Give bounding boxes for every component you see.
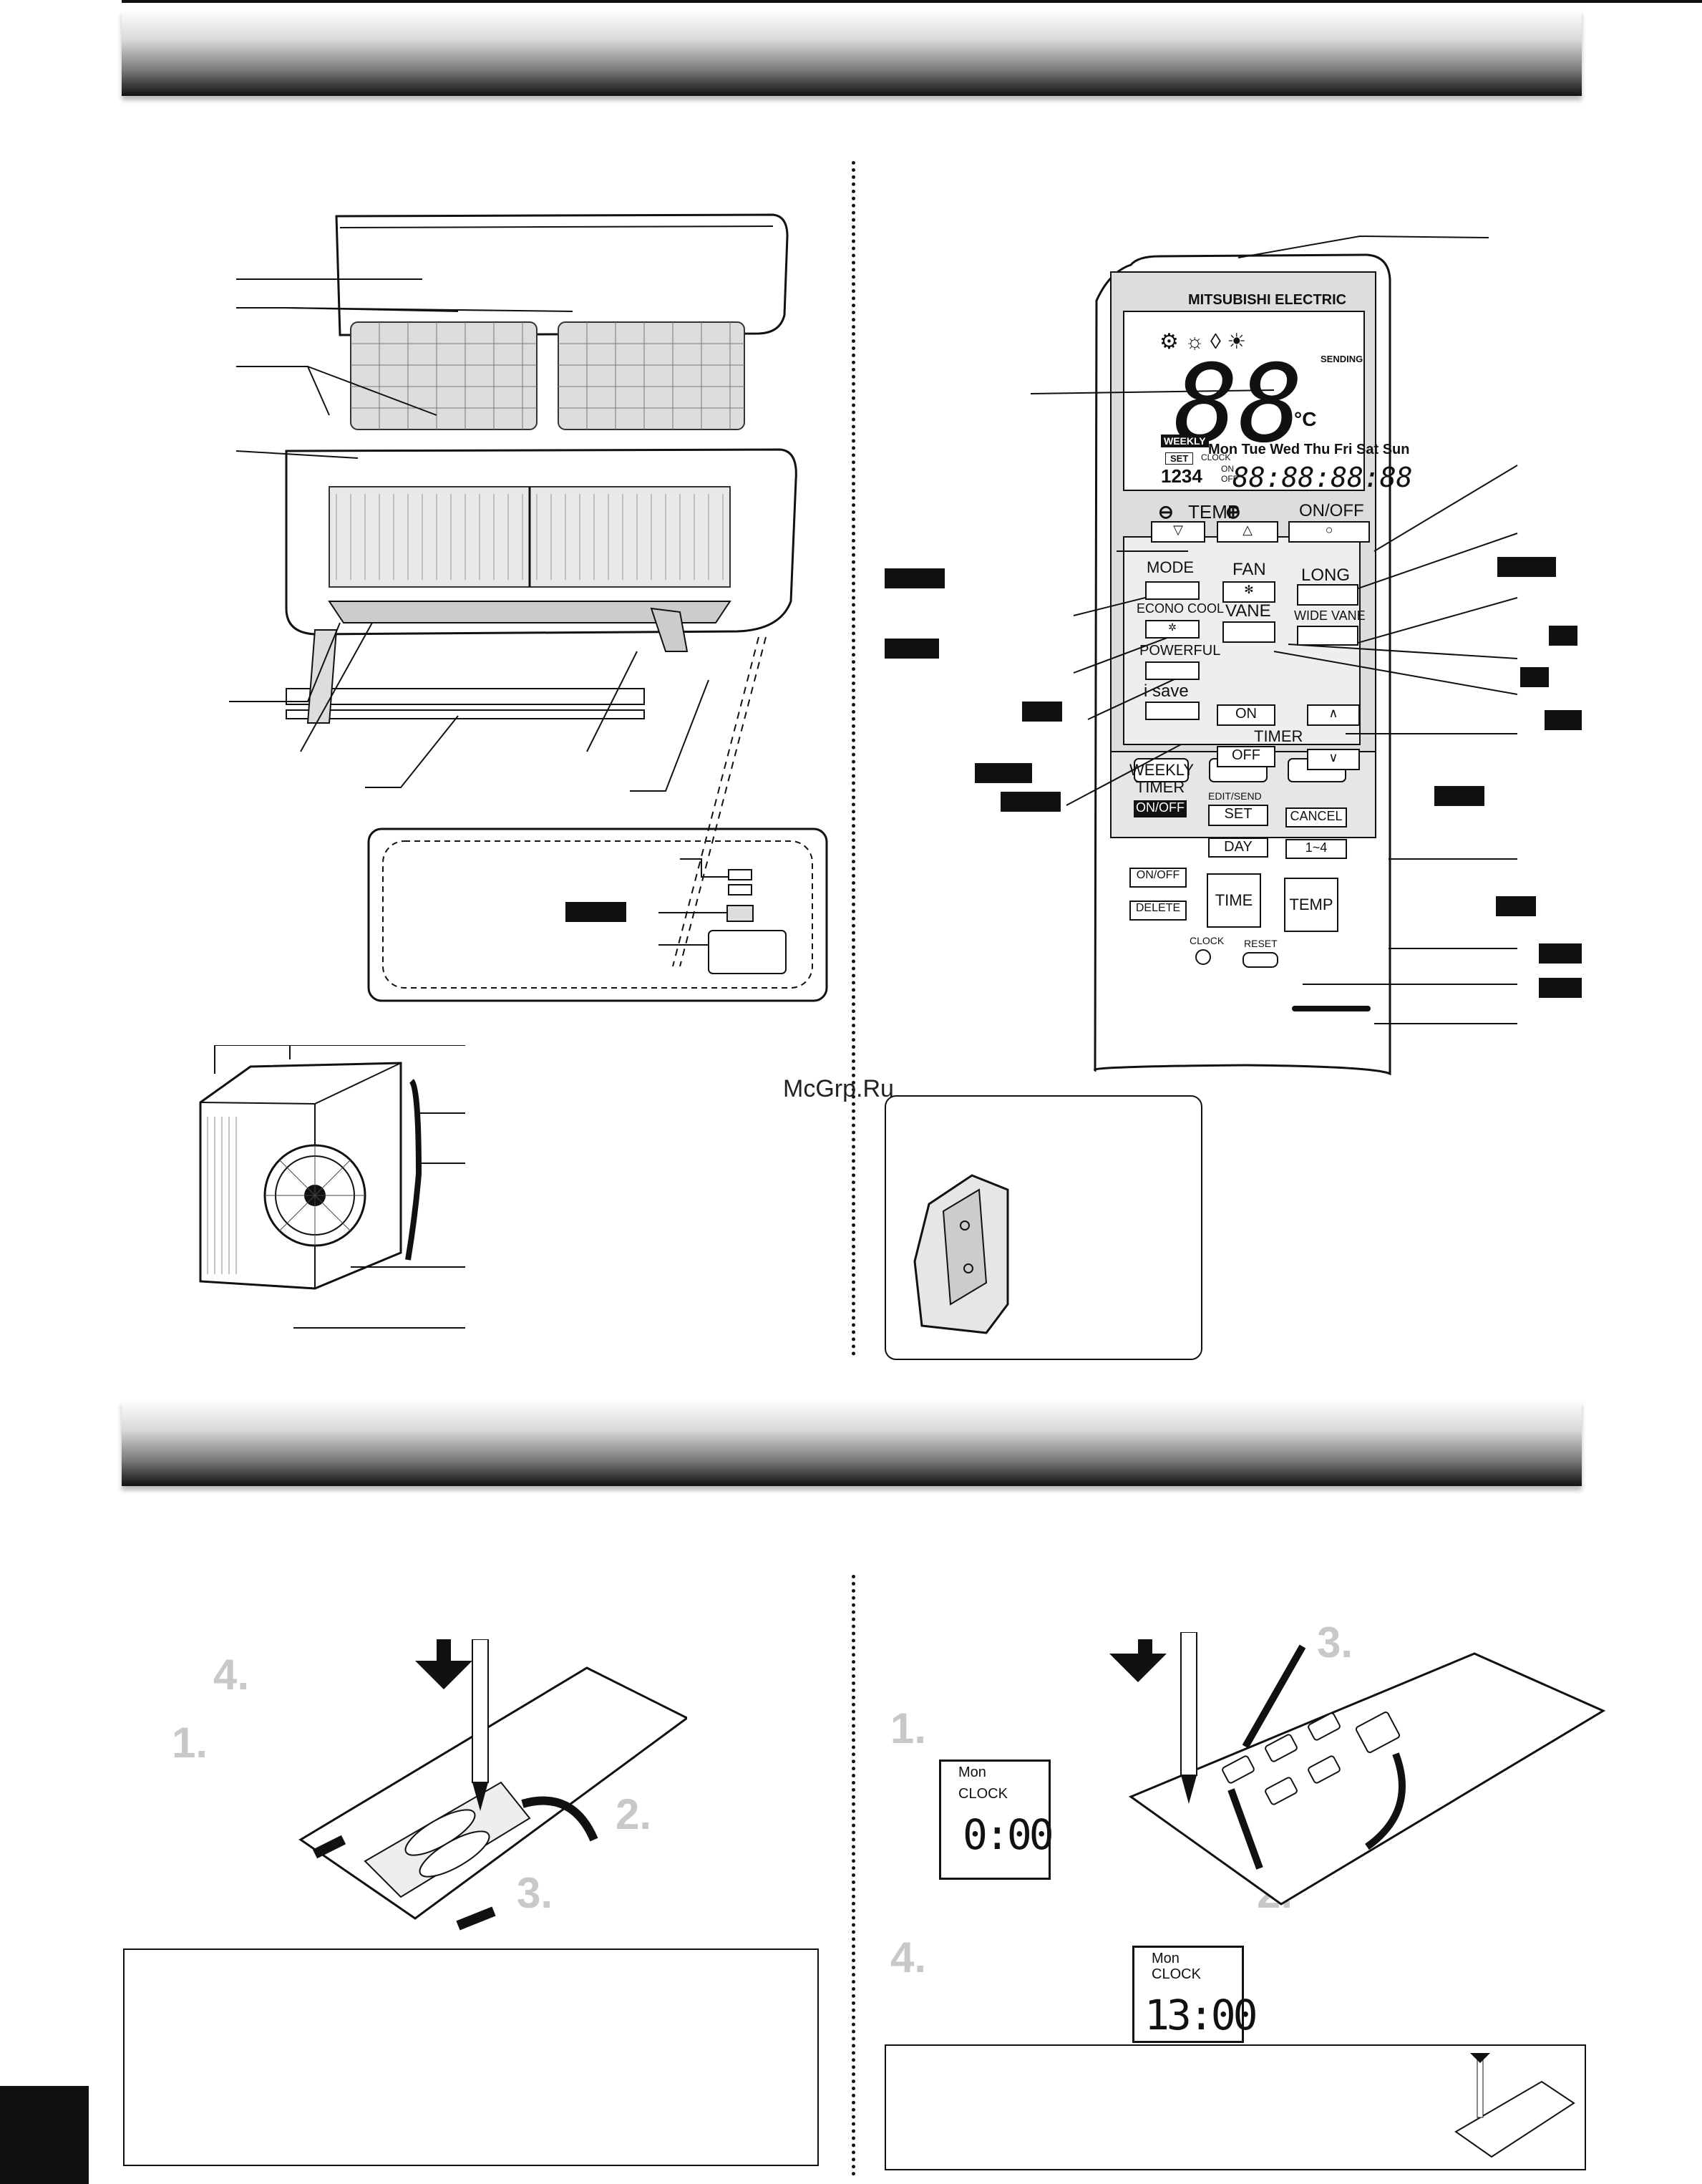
lcd1-digits: 0:00 bbox=[963, 1810, 1054, 1859]
column-divider-2 bbox=[852, 1575, 855, 2176]
cancel-button[interactable]: CANCEL bbox=[1285, 807, 1347, 828]
timer-down-button[interactable]: ∨ bbox=[1307, 749, 1360, 770]
label-tag bbox=[1539, 978, 1582, 998]
label-tag bbox=[1496, 896, 1536, 916]
isave-button[interactable] bbox=[1145, 702, 1200, 720]
timer-off-button[interactable]: OFF bbox=[1217, 746, 1275, 767]
time-button[interactable]: TIME bbox=[1207, 873, 1261, 928]
clock-button[interactable] bbox=[1195, 949, 1211, 965]
lcd-clock: CLOCK bbox=[1201, 452, 1231, 462]
clock-step-1: 1. bbox=[890, 1704, 927, 1752]
timer-up-button[interactable]: ∧ bbox=[1307, 704, 1360, 726]
lcd-off: OFF bbox=[1221, 474, 1238, 484]
lcd-time: 88:88:88:88 bbox=[1232, 462, 1413, 493]
lcd-on: ON bbox=[1221, 464, 1234, 474]
temp-up-button[interactable]: △ bbox=[1217, 521, 1278, 543]
holder-illustration bbox=[913, 1174, 1009, 1334]
powerful-button[interactable] bbox=[1145, 661, 1200, 680]
battery-note-box bbox=[123, 1948, 819, 2166]
mode-button[interactable] bbox=[1145, 581, 1200, 600]
isave-label: i save bbox=[1144, 681, 1189, 701]
label-tag bbox=[1549, 626, 1577, 646]
lcd1-day: Mon bbox=[958, 1765, 986, 1780]
section-header-band-2 bbox=[122, 1400, 1582, 1486]
econo-cool-label: ECONO COOL bbox=[1137, 601, 1225, 616]
lcd2-day: Mon bbox=[1152, 1951, 1180, 1966]
onoff-button[interactable]: ○ bbox=[1288, 521, 1370, 543]
label-tag bbox=[1497, 557, 1556, 577]
column-divider-1 bbox=[852, 161, 855, 1356]
range-button[interactable]: 1~4 bbox=[1285, 839, 1347, 859]
top-rule bbox=[122, 0, 1702, 3]
page-corner-tab bbox=[0, 2086, 89, 2184]
battery-step-4: 4. bbox=[213, 1651, 250, 1699]
mode-icons: ⚙ ☼ ◊ ☀ bbox=[1159, 330, 1247, 354]
lcd2-digits: 13:00 bbox=[1144, 1991, 1258, 2039]
lcd-prog: 1234 bbox=[1161, 465, 1202, 487]
long-button[interactable] bbox=[1297, 584, 1358, 606]
temp-plus-icon[interactable]: ⊕ bbox=[1225, 501, 1241, 523]
watermark: McGrp.Ru bbox=[783, 1075, 894, 1102]
clock-label: CLOCK bbox=[1190, 935, 1225, 946]
temp-label: TEMP bbox=[1188, 501, 1240, 523]
indoor-unit-illustration bbox=[229, 213, 828, 1002]
timer-label: TIMER bbox=[1254, 727, 1303, 745]
powerful-label: POWERFUL bbox=[1139, 643, 1221, 659]
clock-step-4: 4. bbox=[890, 1933, 927, 1981]
onoff-label: ON/OFF bbox=[1299, 501, 1364, 520]
lcd-days: Mon Tue Wed Thu Fri Sat Sun bbox=[1208, 442, 1410, 457]
timer-on-button[interactable]: ON bbox=[1217, 704, 1275, 726]
clock-lcd-2: Mon CLOCK 13:00 bbox=[1132, 1946, 1258, 2043]
reset-label: RESET bbox=[1244, 938, 1278, 949]
clock-note-box bbox=[885, 2044, 1586, 2170]
section-header-band-1 bbox=[122, 10, 1582, 96]
temp-program-button[interactable]: TEMP bbox=[1284, 878, 1338, 932]
day-button[interactable]: DAY bbox=[1208, 838, 1268, 858]
battery-step-2: 2. bbox=[616, 1790, 652, 1838]
delete-button[interactable]: DELETE bbox=[1129, 901, 1187, 921]
lcd-sending: SENDING bbox=[1321, 354, 1363, 364]
label-tag bbox=[1520, 667, 1549, 687]
label-tag bbox=[975, 763, 1032, 783]
remote-brand: MITSUBISHI ELECTRIC bbox=[1188, 292, 1347, 308]
clock-setting-illustration bbox=[1109, 1632, 1606, 1906]
label-tag bbox=[1545, 710, 1582, 730]
outdoor-unit-illustration bbox=[199, 1045, 465, 1329]
label-tag bbox=[1022, 702, 1062, 722]
label-tag bbox=[885, 568, 945, 588]
vane-label: VANE bbox=[1225, 601, 1271, 621]
weekly-timer-label: WEEKLY TIMER bbox=[1129, 761, 1195, 796]
mode-label: MODE bbox=[1147, 558, 1194, 576]
wide-vane-button[interactable] bbox=[1297, 626, 1358, 646]
program-onoff-button[interactable]: ON/OFF bbox=[1129, 868, 1187, 888]
battery-step-1: 1. bbox=[172, 1719, 208, 1767]
reset-button[interactable] bbox=[1243, 952, 1278, 968]
wide-vane-label: WIDE VANE bbox=[1294, 608, 1366, 623]
battery-insertion-illustration bbox=[298, 1639, 687, 1931]
battery-step-3: 3. bbox=[517, 1869, 553, 1917]
edit-send-label: EDIT/SEND bbox=[1208, 790, 1262, 802]
lcd-set: SET bbox=[1165, 452, 1194, 465]
vane-button[interactable] bbox=[1222, 621, 1275, 643]
clock-lcd-1: Mon CLOCK 0:00 bbox=[939, 1760, 1054, 1880]
lcd2-label: CLOCK bbox=[1152, 1966, 1201, 1982]
econo-cool-button[interactable]: ✲ bbox=[1145, 620, 1200, 639]
clock-step-3: 3. bbox=[1317, 1618, 1353, 1666]
temp-down-button[interactable]: ▽ bbox=[1151, 521, 1205, 543]
temp-minus-icon[interactable]: ⊖ bbox=[1158, 501, 1174, 523]
fan-button[interactable]: ✻ bbox=[1222, 581, 1275, 603]
label-tag bbox=[885, 639, 939, 659]
fan-label: FAN bbox=[1232, 560, 1266, 579]
lcd-unit: °C bbox=[1294, 408, 1317, 430]
lcd-weekly: WEEKLY bbox=[1161, 435, 1209, 447]
reset-hint-illustration bbox=[1454, 2053, 1575, 2158]
lcd1-label: CLOCK bbox=[958, 1786, 1008, 1802]
long-label: LONG bbox=[1301, 566, 1351, 585]
label-tag bbox=[1539, 943, 1582, 964]
remote-holder-box bbox=[885, 1095, 1202, 1360]
set-button[interactable]: SET bbox=[1208, 805, 1268, 826]
label-tag bbox=[1001, 792, 1061, 812]
weekly-onoff-button[interactable]: ON/OFF bbox=[1134, 800, 1187, 817]
label-tag bbox=[1434, 786, 1484, 806]
